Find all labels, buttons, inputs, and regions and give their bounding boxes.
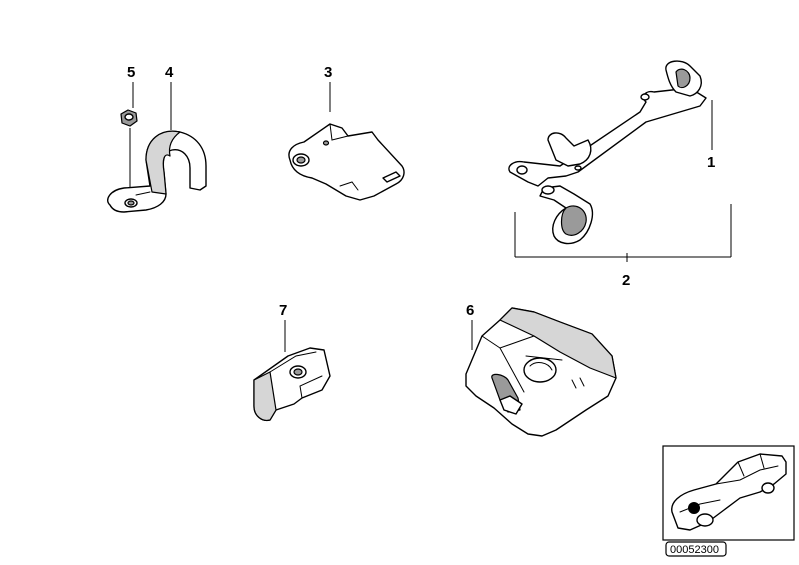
grouping-bracket-part-2 <box>514 204 732 262</box>
callout-4: 4 <box>165 64 174 81</box>
nut-part-5 <box>120 82 138 196</box>
reference-image-number: 00052300 <box>670 544 719 556</box>
clip-part-7 <box>253 320 331 422</box>
callout-3: 3 <box>324 64 332 81</box>
callout-2: 2 <box>622 272 630 289</box>
holder-part-1 <box>508 60 713 245</box>
cover-part-6 <box>465 307 617 437</box>
callout-1: 1 <box>707 154 715 171</box>
callout-6: 6 <box>466 302 474 319</box>
callout-7: 7 <box>279 302 287 319</box>
clamp-part-4 <box>106 82 207 213</box>
vehicle-location-thumbnail: 00052300 <box>662 445 795 557</box>
location-marker <box>688 502 700 514</box>
callout-5: 5 <box>127 64 135 81</box>
bracket-part-3 <box>288 82 405 201</box>
